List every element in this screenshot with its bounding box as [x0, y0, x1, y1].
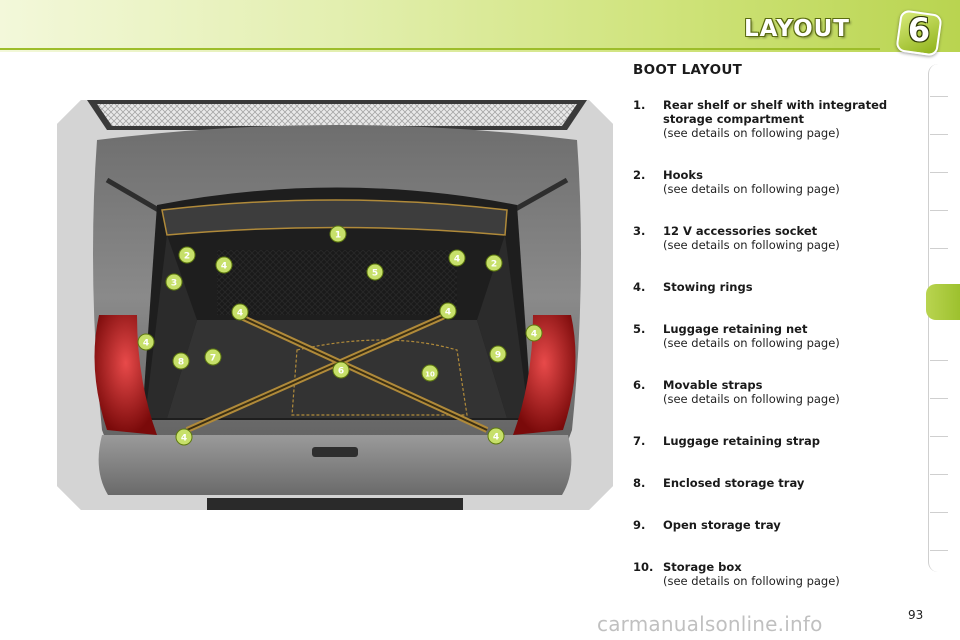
tab-divider [930, 360, 948, 361]
legend-label: Enclosed storage tray [663, 476, 805, 490]
callout-4: 4 [175, 428, 193, 446]
storage-box-outline [291, 339, 468, 416]
tab-divider [930, 512, 948, 513]
callout-10: 10 [421, 364, 439, 382]
callout-number: 2 [491, 260, 497, 270]
legend-label: Open storage tray [663, 518, 781, 532]
callout-8: 8 [172, 352, 190, 370]
callout-number: 3 [171, 279, 177, 289]
legend-number: 8. [633, 476, 646, 490]
legend-label: Luggage retaining strap [663, 434, 821, 448]
legend-number: 9. [633, 518, 646, 532]
chapter-title: LAYOUT [743, 16, 850, 42]
callout-4: 4 [215, 256, 233, 274]
callout-4: 4 [448, 249, 466, 267]
legend-note: (see details on following page) [663, 182, 840, 196]
callout-1: 1 [329, 225, 347, 243]
callout-number: 7 [210, 354, 216, 364]
callout-9: 9 [489, 345, 507, 363]
legend-note: (see details on following page) [663, 392, 840, 406]
tab-divider [930, 550, 948, 551]
callout-4: 4 [439, 302, 457, 320]
legend-number: 10. [633, 560, 654, 574]
watermark-text: carmanualsonline.info [597, 612, 823, 636]
tailgate-handle [312, 447, 358, 457]
tail-lamp-right [513, 315, 576, 435]
callout-number: 4 [445, 308, 451, 318]
callout-4: 4 [487, 427, 505, 445]
legend-label: Rear shelf or shelf with integrated stor… [663, 98, 888, 126]
side-panel-left [145, 235, 197, 418]
callout-6: 6 [332, 361, 350, 379]
callout-2: 2 [485, 254, 503, 272]
legend-label: Hooks [663, 168, 703, 182]
callout-number: 4 [493, 433, 499, 443]
tab-divider [930, 398, 948, 399]
boot-illustration: 1 2 2 3 4 4 4 4 4 4 4 4 5 6 7 8 9 10 [57, 100, 613, 510]
header-band [0, 0, 960, 52]
callout-4: 4 [231, 303, 249, 321]
legend-number: 1. [633, 98, 646, 112]
tailgate-glass [87, 100, 587, 130]
legend-note: (see details on following page) [663, 574, 840, 588]
callout-number: 5 [372, 269, 378, 279]
tab-divider [930, 248, 948, 249]
callout-number: 4 [143, 339, 149, 349]
callout-number: 4 [221, 262, 227, 272]
callout-5: 5 [366, 263, 384, 281]
callout-number: 1 [335, 231, 341, 241]
tail-lamp-left [94, 315, 157, 435]
tab-divider [930, 474, 948, 475]
legend-number: 7. [633, 434, 646, 448]
legend-number: 6. [633, 378, 646, 392]
tab-divider [930, 210, 948, 211]
side-panel-right [477, 235, 529, 418]
legend-label: 12 V accessories socket [663, 224, 818, 238]
legend-number: 5. [633, 322, 646, 336]
callout-7: 7 [204, 348, 222, 366]
legend-label: Storage box [663, 560, 742, 574]
callout-number: 6 [338, 367, 344, 377]
chapter-tab-active[interactable] [926, 284, 960, 320]
callout-number: 10 [425, 371, 435, 379]
page-number: 93 [908, 608, 924, 622]
callout-3: 3 [165, 273, 183, 291]
callout-number: 4 [181, 434, 187, 444]
legend-number: 2. [633, 168, 646, 182]
callout-number: 9 [495, 351, 501, 361]
callout-number: 4 [237, 309, 243, 319]
rear-bumper [98, 435, 572, 495]
legend-note: (see details on following page) [663, 126, 840, 140]
callout-number: 4 [531, 330, 537, 340]
callout-4: 4 [137, 333, 155, 351]
legend-note: (see details on following page) [663, 336, 840, 350]
legend-label: Stowing rings [663, 280, 753, 294]
tab-divider [930, 96, 948, 97]
lower-bumper-insert [207, 498, 463, 510]
legend-number: 3. [633, 224, 646, 238]
header-rule [0, 48, 880, 50]
callout-2: 2 [178, 246, 196, 264]
boot-illustration-svg: 1 2 2 3 4 4 4 4 4 4 4 4 5 6 7 8 9 10 [57, 100, 613, 510]
chapter-number: 6 [907, 11, 931, 49]
tab-divider [930, 436, 948, 437]
callout-number: 2 [184, 252, 190, 262]
tab-divider [930, 134, 948, 135]
legend-number: 4. [633, 280, 646, 294]
section-title: BOOT LAYOUT [633, 62, 743, 78]
chapter-tab-strip [928, 64, 948, 572]
legend-label: Luggage retaining net [663, 322, 808, 336]
tab-divider [930, 172, 948, 173]
callout-number: 8 [178, 358, 184, 368]
legend-note: (see details on following page) [663, 238, 840, 252]
callout-layer: 1 2 2 3 4 4 4 4 4 4 4 4 5 6 7 8 9 10 [137, 225, 543, 446]
callout-4: 4 [525, 324, 543, 342]
legend-label: Movable straps [663, 378, 763, 392]
callout-number: 4 [454, 255, 460, 265]
